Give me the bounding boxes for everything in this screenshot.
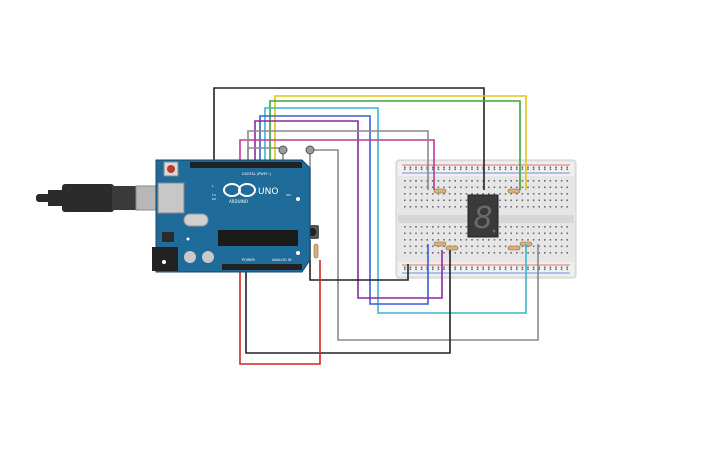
crystal-icon: [183, 213, 209, 227]
rx-label: RX: [212, 197, 216, 201]
power-label: POWER: [242, 258, 256, 262]
seven-segment-display-icon[interactable]: 8: [467, 194, 499, 238]
resistor-icon[interactable]: [433, 188, 533, 251]
usb-cable-icon: [36, 184, 159, 212]
l-label: L: [212, 184, 214, 188]
atmega-chip: [218, 230, 298, 246]
arduino-logo: [223, 183, 256, 197]
digital-header[interactable]: [190, 162, 302, 168]
tx-label: TX: [211, 193, 216, 197]
digital-label: DIGITAL (PWM~): [242, 172, 272, 176]
power-analog-header[interactable]: [222, 264, 302, 270]
resistor-icon[interactable]: [313, 243, 319, 259]
arduino-uno-board[interactable]: UNO ARDUINO DIGITAL (PWM~) POWER ANALOG …: [152, 159, 311, 273]
analog-label: ANALOG IN: [272, 258, 292, 262]
on-label: ON: [286, 193, 291, 197]
brand-label: ARDUINO: [229, 199, 248, 204]
seven-segment-digit: 8: [473, 201, 492, 236]
model-label: UNO: [258, 187, 278, 197]
reset-button-icon[interactable]: [167, 165, 175, 173]
